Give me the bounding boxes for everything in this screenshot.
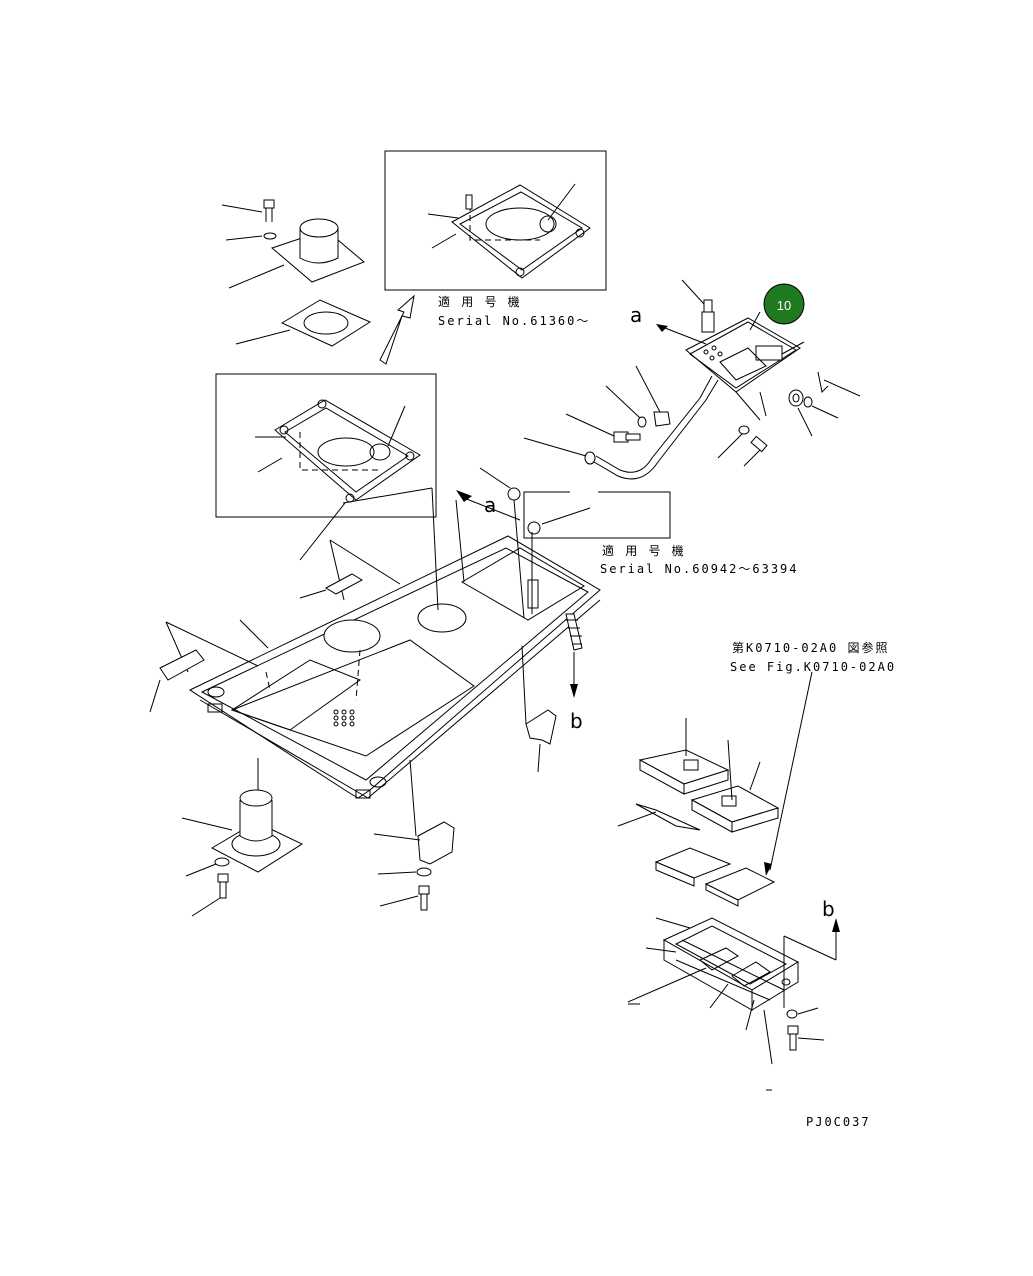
bracket-upper	[299, 573, 364, 599]
hollow-arrow	[379, 294, 415, 365]
view-label-a-upper: a	[630, 303, 642, 327]
floor-mats	[617, 671, 813, 907]
hole-grid	[333, 709, 355, 727]
view-label-b-right: b	[822, 897, 835, 921]
view-label-b-left: b	[570, 709, 583, 733]
bracket-right	[521, 645, 557, 773]
figref-en: See Fig.K0710-02A0	[730, 660, 896, 674]
floor-frame	[165, 487, 601, 799]
inset-upper	[384, 150, 607, 291]
bracket-left	[149, 649, 205, 713]
linkage-rod	[523, 365, 861, 480]
serial-upper: Serial No.61360～	[438, 314, 590, 328]
view-arrow-a-lower: a	[455, 490, 521, 583]
floor-tray: b	[627, 897, 840, 1091]
drawing-code: PJ0C037	[806, 1115, 871, 1129]
view-label-a-lower: a	[484, 493, 496, 517]
mount-lower	[181, 789, 304, 917]
serial-lower-jp: 適 用 号 機	[602, 543, 686, 558]
inset-lower	[215, 373, 437, 518]
callout-badge-circle	[763, 283, 805, 325]
mount-upper-left	[221, 199, 372, 347]
serial-lower: Serial No.60942～63394	[600, 562, 799, 576]
inset-serial-lower	[523, 491, 671, 539]
cap-frame	[479, 467, 539, 619]
bracket-center-bottom	[373, 759, 455, 911]
pedal-assembly: a	[630, 279, 805, 421]
callout-badge-10[interactable]: 10	[763, 283, 805, 325]
callout-badge-label: 10	[777, 298, 791, 313]
figref-jp: 第K0710-02A0 図参照	[732, 640, 889, 655]
side-grip: b	[565, 613, 583, 733]
serial-upper-jp: 適 用 号 機	[438, 294, 522, 309]
